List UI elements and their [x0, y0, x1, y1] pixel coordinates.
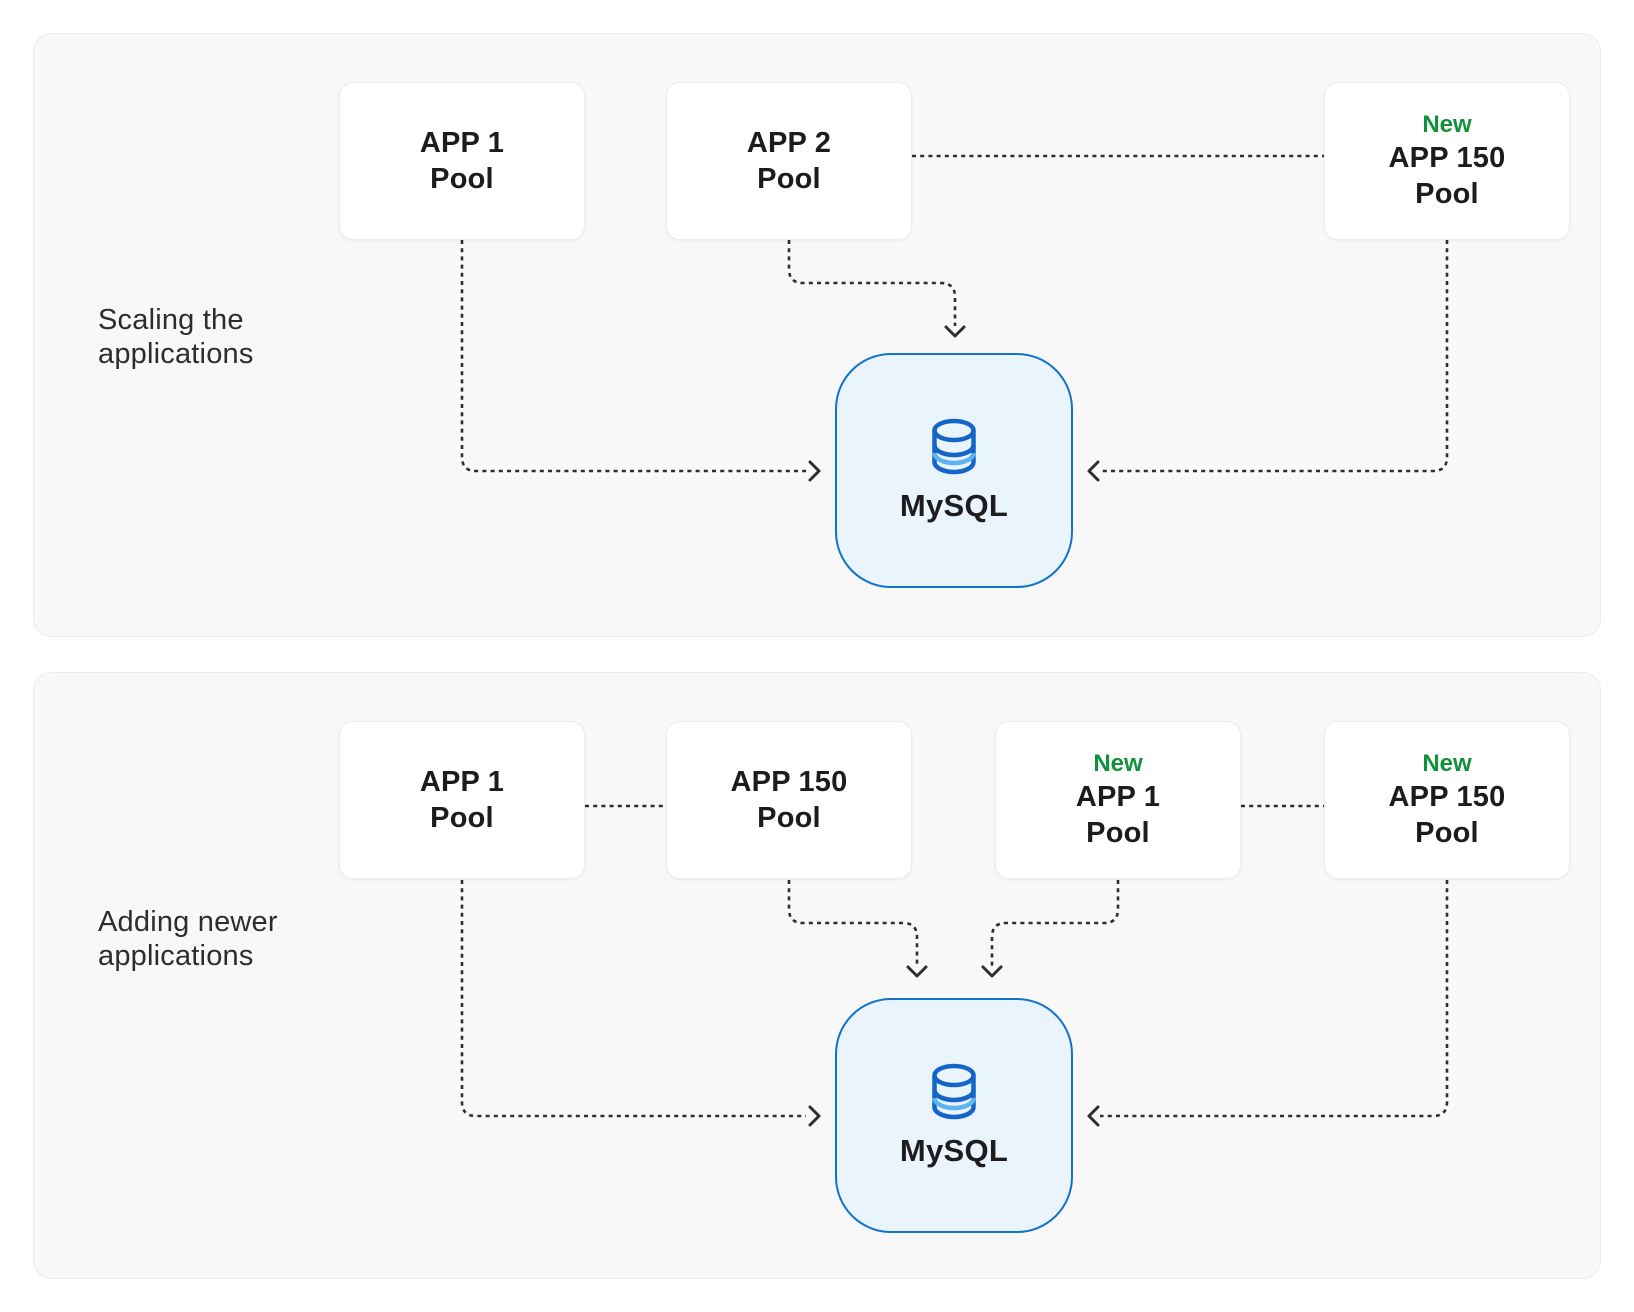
new-badge: New: [1422, 111, 1472, 138]
node-app150-pool-new: New APP 150 Pool: [1324, 82, 1570, 240]
connector-app150-to-mysql: [1087, 240, 1449, 482]
node-title-line2: Pool: [430, 802, 494, 834]
node-title-line2: Pool: [1415, 817, 1479, 849]
node-app150-pool-bottom: APP 150 Pool: [666, 721, 912, 879]
node-title-line2: Pool: [757, 163, 821, 195]
node-title-line1: APP 2: [746, 127, 832, 159]
node-title-line1: APP 1: [419, 127, 505, 159]
connector-app2-to-mysql: [787, 240, 966, 338]
connector-app1-to-mysql: [460, 240, 821, 482]
database-icon: [932, 418, 976, 474]
database-icon: [932, 1063, 976, 1119]
new-badge: New: [1093, 750, 1143, 777]
node-title-line1: APP 1: [419, 766, 505, 798]
connector-newapp1-to-mysql-bottom: [981, 880, 1120, 978]
connector-newapp150-to-mysql-bottom: [1087, 880, 1449, 1127]
node-app1-pool: APP 1 Pool: [339, 82, 585, 240]
node-app2-pool: APP 2 Pool: [666, 82, 912, 240]
panel-label-adding: Adding newer applications: [98, 906, 278, 972]
mysql-label: MySQL: [899, 487, 1009, 523]
node-app150-pool-new-bottom: New APP 150 Pool: [1324, 721, 1570, 879]
node-title-line1: APP 150: [730, 766, 848, 798]
mysql-label: MySQL: [899, 1132, 1009, 1168]
mysql-node: MySQL: [835, 353, 1073, 588]
new-badge: New: [1422, 750, 1472, 777]
node-title-line2: Pool: [430, 163, 494, 195]
node-app1-pool-new: New APP 1 Pool: [995, 721, 1241, 879]
connector-app150-to-mysql-bottom: [787, 880, 928, 978]
node-title-line1: APP 150: [1388, 142, 1506, 174]
node-title-line1: APP 1: [1075, 781, 1161, 813]
node-app1-pool-bottom: APP 1 Pool: [339, 721, 585, 879]
panel-label-scaling: Scaling the applications: [98, 304, 254, 370]
node-title-line2: Pool: [1415, 178, 1479, 210]
node-title-line2: Pool: [1086, 817, 1150, 849]
connector-app1-to-mysql-bottom: [460, 880, 821, 1127]
mysql-node-bottom: MySQL: [835, 998, 1073, 1233]
node-title-line2: Pool: [757, 802, 821, 834]
node-title-line1: APP 150: [1388, 781, 1506, 813]
